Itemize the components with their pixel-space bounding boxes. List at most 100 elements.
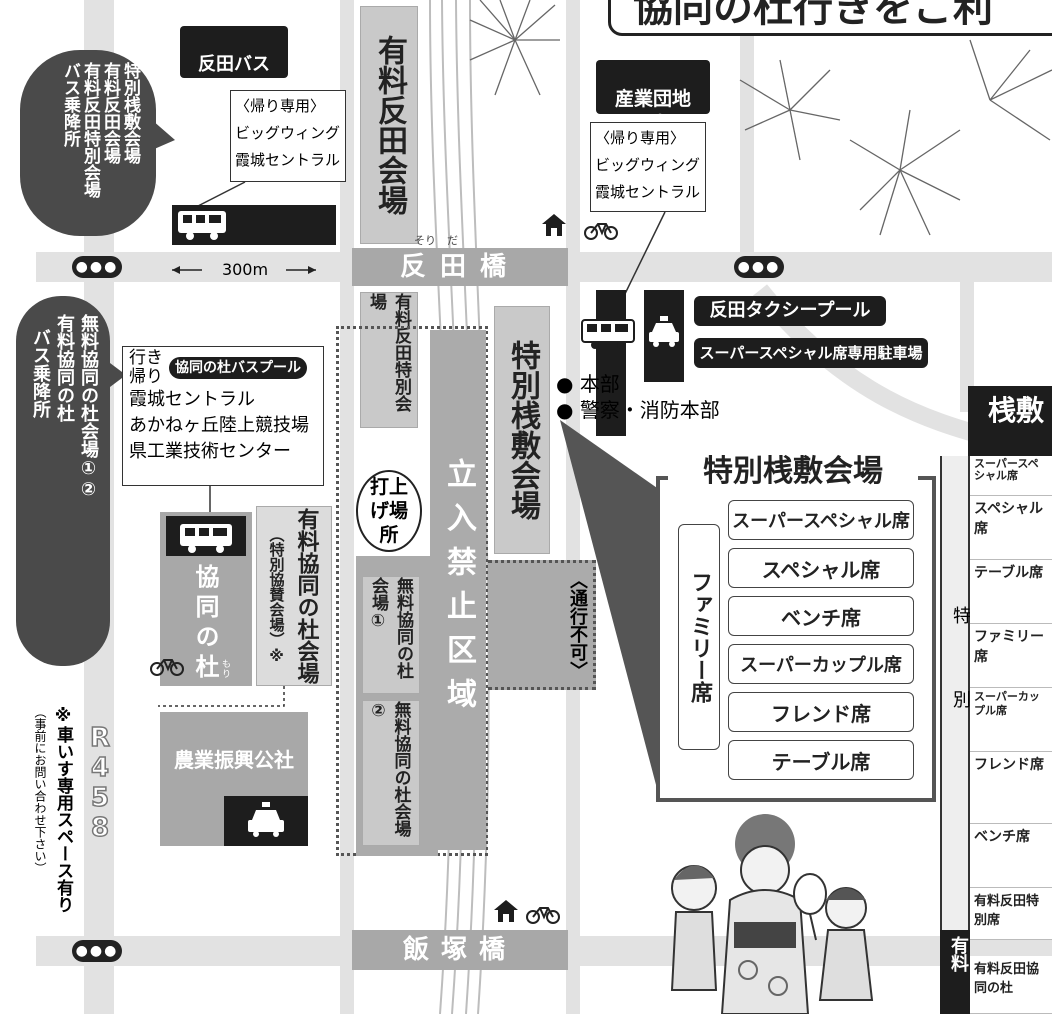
bus-icon (166, 516, 246, 556)
nogyo-label: 農業振興公社 (174, 748, 294, 772)
traffic-signal-icon: ●●● (72, 256, 122, 278)
distance-label: 300m (206, 260, 284, 279)
price-table-title: 桟敷 (968, 386, 1052, 456)
seat-bench: ベンチ席 (728, 596, 914, 636)
sorida-taxi-pool-text: 反田タクシープール (709, 300, 871, 321)
price-row: 有料反田特別席 (970, 888, 1052, 940)
seat-table: テーブル席 (728, 740, 914, 780)
bicycle-icon (526, 904, 560, 928)
route-name: 霞城セントラル (595, 183, 701, 201)
page-title: 協同の杜行きをご利 (608, 0, 1052, 36)
ikikaeri-label: 行き 帰り (129, 349, 163, 387)
super-special-parking-text: スーパースペシャル席専用駐車場 (699, 344, 923, 362)
bubble-sorida-bus: 特別桟敷会場 有料反田会場 有料反田特別会場 バス乗降所 (20, 50, 156, 236)
bubble-line: 有料反田会場 (100, 62, 120, 164)
no-passage-label: 〈通行不可〉 (562, 560, 592, 690)
seating-panel-title: 特別桟敷会場 (668, 452, 918, 492)
kids-illustration (670, 814, 874, 1014)
price-row: ファミリー席 (970, 624, 1052, 688)
route-name: ビッグウィング (595, 156, 701, 174)
price-row-label: ベンチ席 (974, 829, 1030, 845)
dot-icon: ● (556, 398, 574, 422)
venue-yuryo-kyodo-sub: （特別協賛会場）※ (267, 527, 286, 665)
kyodo-no-mori-ruby: もり (222, 660, 232, 680)
price-table-yuryo-label: 有料 (948, 936, 969, 972)
return-only-label: 〈帰り専用〉 (235, 97, 326, 115)
price-row: フレンド席 (970, 752, 1052, 824)
restricted-zone: 立入禁止区域 (430, 330, 486, 850)
return-only-note-1: 〈帰り専用〉 ビッグウィング 霞城セントラル (230, 90, 346, 182)
hq-honbu-label: 本部 (579, 372, 620, 396)
seat-super-special: スーパースペシャル席 (728, 500, 914, 540)
wheelchair-sub: （事前にお問い合わせ下さい） (33, 706, 47, 874)
nogyo-block: 農業振興公社 (160, 712, 308, 846)
road-north-south-right (566, 0, 580, 1014)
venue-muryo-kyodo-2-label: 無料協同の杜会場② (368, 701, 411, 837)
iizuka-bridge: 飯塚橋 (352, 930, 568, 970)
venue-tokubetsu-sajiki: 特別桟敷会場 (494, 306, 550, 554)
seat-label: スペシャル席 (761, 557, 881, 582)
price-row-label: スペシャル席 (974, 501, 1044, 537)
price-row: スーパースペシャル席 (970, 456, 1052, 496)
fireworks-launch-site: 打上げ場所 (356, 470, 422, 552)
seat-friend: フレンド席 (728, 692, 914, 732)
dot-icon: ● (556, 372, 574, 396)
kyodo-bus-pool-note: 行き 帰り 協同の杜バスプール 霞城セントラル あかねヶ丘陸上競技場 県工業技術… (122, 346, 324, 486)
seat-label: テーブル席 (771, 749, 871, 774)
seat-label: スーパーカップル席 (740, 655, 902, 676)
sorida-bus-bar (596, 290, 626, 436)
route-name: 県工業技術センター (129, 441, 291, 462)
road-east-2 (960, 282, 974, 412)
road-east-1 (740, 0, 754, 252)
price-table-tokubetsu-col: 特別 (940, 456, 971, 930)
wheelchair-note: ※車いす専用スペース有り （事前にお問い合わせ下さい） (16, 706, 76, 940)
no-passage-text: 〈通行不可〉 (567, 571, 588, 679)
route-r458-label: R458 (84, 722, 116, 844)
super-special-parking-label: スーパースペシャル席専用駐車場 (694, 338, 928, 368)
road-north-south-center (340, 0, 354, 1014)
bubble-line: バス乗降所 (60, 62, 80, 147)
price-row: ベンチ席 (970, 824, 1052, 888)
wheelchair-text: ※車いす専用スペース有り (53, 706, 73, 913)
sorida-bridge-ruby-text: そり だ (414, 234, 458, 247)
venue-muryo-kyodo-2: 無料協同の杜会場② (362, 700, 420, 846)
bubble-line: 無料協同の杜会場①② (78, 314, 99, 500)
route-name: あかねヶ丘陸上競技場 (129, 415, 309, 436)
restricted-zone-label: 立入禁止区域 (441, 458, 476, 722)
price-row-label: テーブル席 (974, 565, 1044, 581)
sangyo-bus-pool-label: 産業団地 バスプール (596, 60, 710, 135)
price-row: テーブル席 (970, 560, 1052, 624)
seat-label: スーパースペシャル席 (732, 511, 910, 532)
price-row-label: 有料反田特別席 (974, 894, 1040, 928)
venue-yuryo-kyodo-label: 有料協同の杜会場 (293, 508, 319, 684)
route-name: 霞城セントラル (235, 151, 341, 169)
bicycle-icon (150, 656, 184, 680)
iki-label: 行き (129, 348, 163, 368)
seating-panel-title-text: 特別桟敷会場 (703, 454, 883, 489)
house-icon (492, 898, 520, 928)
sorida-bus-stop-text: 反田バス 乗降所 (198, 54, 270, 99)
bubble-line: 有料協同の杜 (54, 314, 75, 422)
price-row-label: フレンド席 (974, 757, 1044, 773)
sorida-bridge-label: 反田橋 (399, 252, 520, 282)
hq-police-fire: ● 警察・消防本部 (556, 394, 720, 423)
distance-text: 300m (221, 260, 269, 279)
page-title-text: 協同の杜行きをご利 (633, 0, 993, 31)
bubble-kyodo-bus: 無料協同の杜会場①② 有料協同の杜 バス乗降所 (16, 296, 110, 666)
traffic-signal-icon: ●●● (734, 256, 784, 278)
price-row-label: スーパーカップル席 (974, 690, 1040, 717)
seat-label: フレンド席 (771, 701, 871, 726)
seat-family: ファミリー席 (678, 524, 720, 750)
kyodo-no-mori-label: 協同の杜 (191, 564, 219, 684)
route-name: 霞城セントラル (129, 389, 255, 410)
bicycle-icon (584, 220, 618, 244)
price-row: スーパーカップル席 (970, 688, 1052, 752)
bubble-line: 特別桟敷会場 (120, 62, 140, 164)
price-table-yuryo-col: 有料 (940, 930, 970, 1014)
venue-yuryo-kyodo: 有料協同の杜会場 （特別協賛会場）※ (256, 506, 332, 686)
ikikaeri-row: 行き 帰り 協同の杜バスプール (129, 349, 317, 387)
kyodo-no-mori-block: 協同の杜 もり (160, 512, 252, 686)
route-name: ビッグウィング (235, 124, 341, 142)
bus-icon (580, 316, 636, 356)
